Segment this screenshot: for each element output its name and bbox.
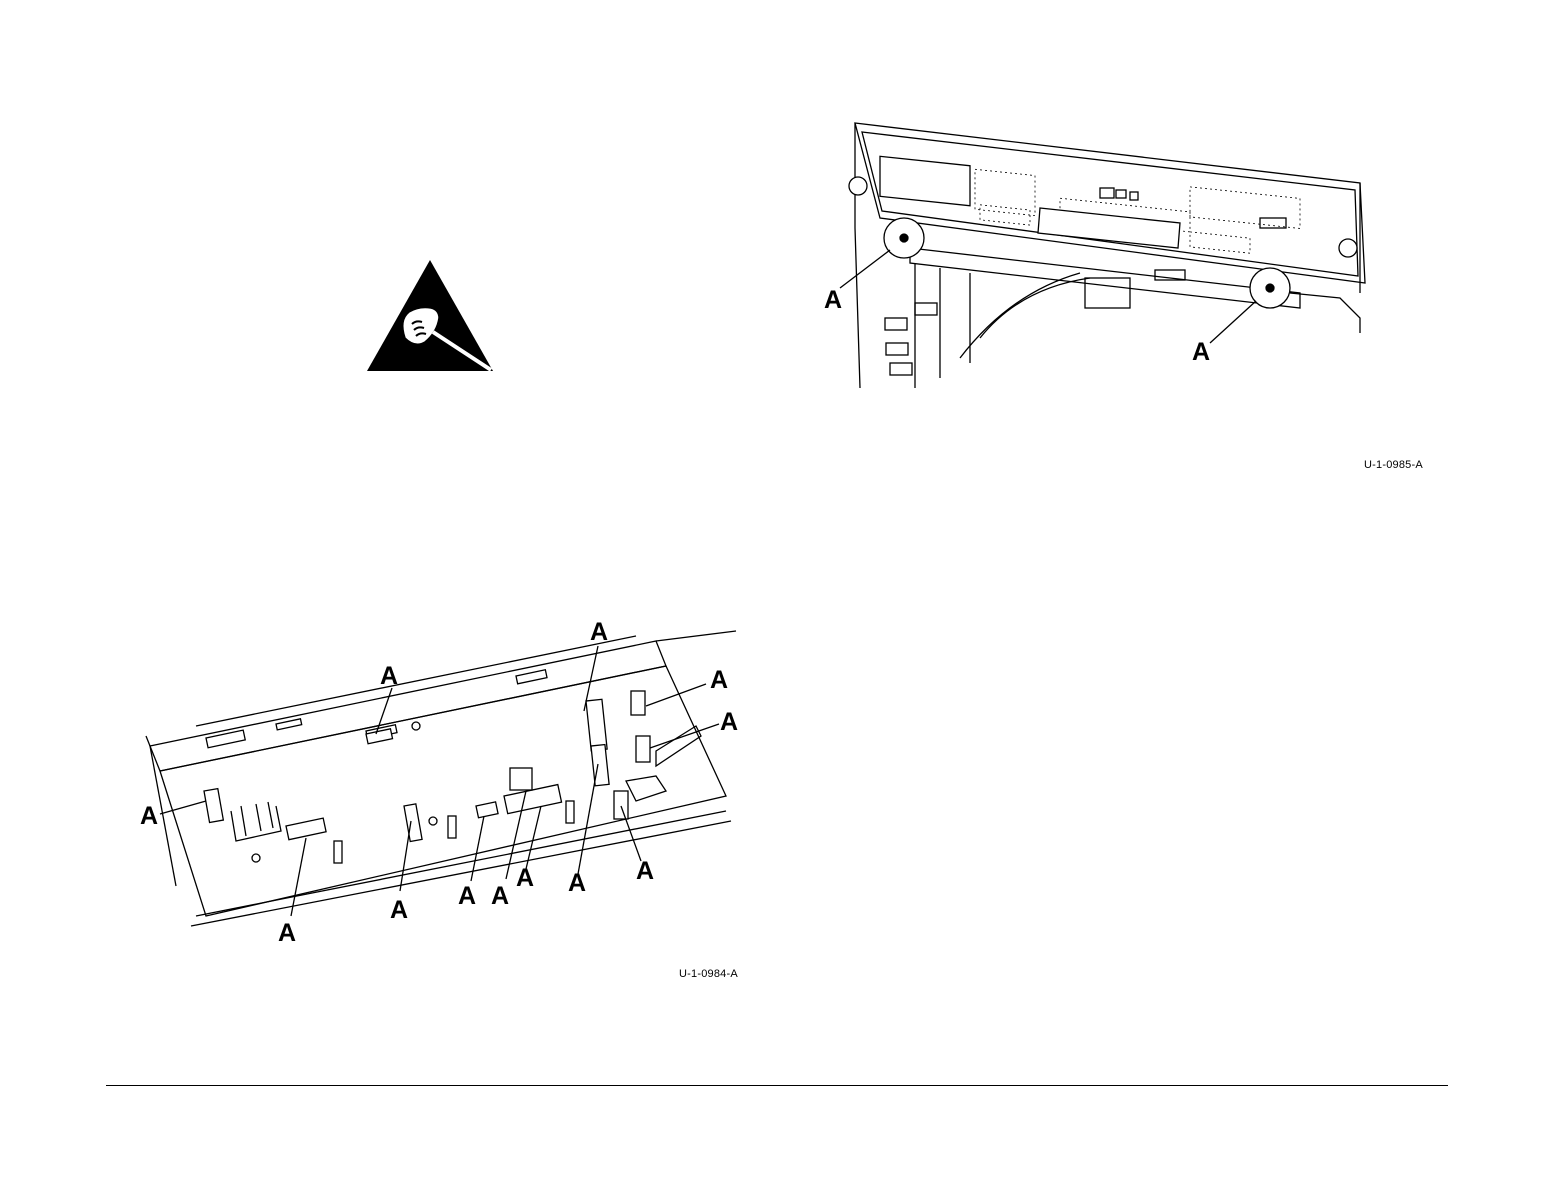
callout-a: A bbox=[380, 662, 398, 690]
figure-id-label: U-1-0985-A bbox=[1364, 459, 1423, 471]
callout-a: A bbox=[710, 666, 728, 694]
callout-a: A bbox=[140, 802, 158, 830]
callout-a: A bbox=[458, 882, 476, 910]
figure-left-board: A A A A A A A A A A A A bbox=[136, 616, 746, 946]
callout-a: A bbox=[568, 869, 586, 897]
figure-right-chassis: A A bbox=[820, 118, 1380, 398]
figure-id-label: U-1-0984-A bbox=[679, 968, 738, 980]
footer-rule bbox=[106, 1085, 1448, 1086]
callout-a: A bbox=[278, 919, 296, 946]
callout-a: A bbox=[720, 708, 738, 736]
callout-a: A bbox=[491, 882, 509, 910]
callout-a: A bbox=[390, 896, 408, 924]
callout-a: A bbox=[590, 618, 608, 646]
esd-warning-icon bbox=[365, 258, 495, 373]
callout-a: A bbox=[636, 857, 654, 885]
callout-a: A bbox=[1192, 338, 1210, 366]
callout-a: A bbox=[516, 864, 534, 892]
callout-a: A bbox=[824, 286, 842, 314]
